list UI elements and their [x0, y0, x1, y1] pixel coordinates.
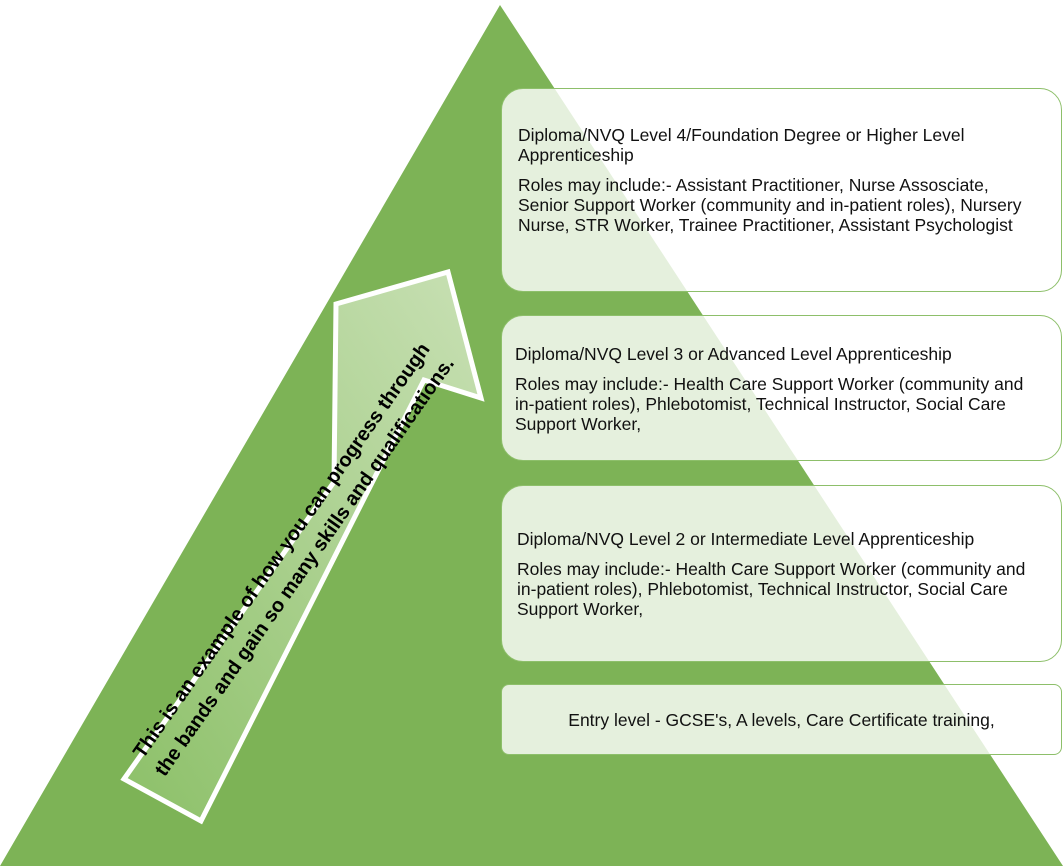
level-4-box: Diploma/NVQ Level 4/Foundation Degree or…	[501, 88, 1062, 292]
level-3-title: Diploma/NVQ Level 3 or Advanced Level Ap…	[515, 344, 952, 364]
level-2-title: Diploma/NVQ Level 2 or Intermediate Leve…	[517, 529, 975, 549]
level-4-roles: Roles may include:- Assistant Practition…	[518, 175, 1022, 235]
level-2-roles: Roles may include:- Health Care Support …	[517, 559, 1026, 619]
entry-level-text: Entry level - GCSE's, A levels, Care Cer…	[568, 709, 995, 730]
entry-level-box: Entry level - GCSE's, A levels, Care Cer…	[501, 684, 1062, 755]
progress-arrow	[120, 268, 485, 825]
level-3-roles: Roles may include:- Health Care Support …	[515, 374, 1024, 434]
level-4-title: Diploma/NVQ Level 4/Foundation Degree or…	[518, 125, 965, 165]
level-3-box: Diploma/NVQ Level 3 or Advanced Level Ap…	[501, 315, 1062, 461]
level-2-box: Diploma/NVQ Level 2 or Intermediate Leve…	[501, 485, 1062, 662]
